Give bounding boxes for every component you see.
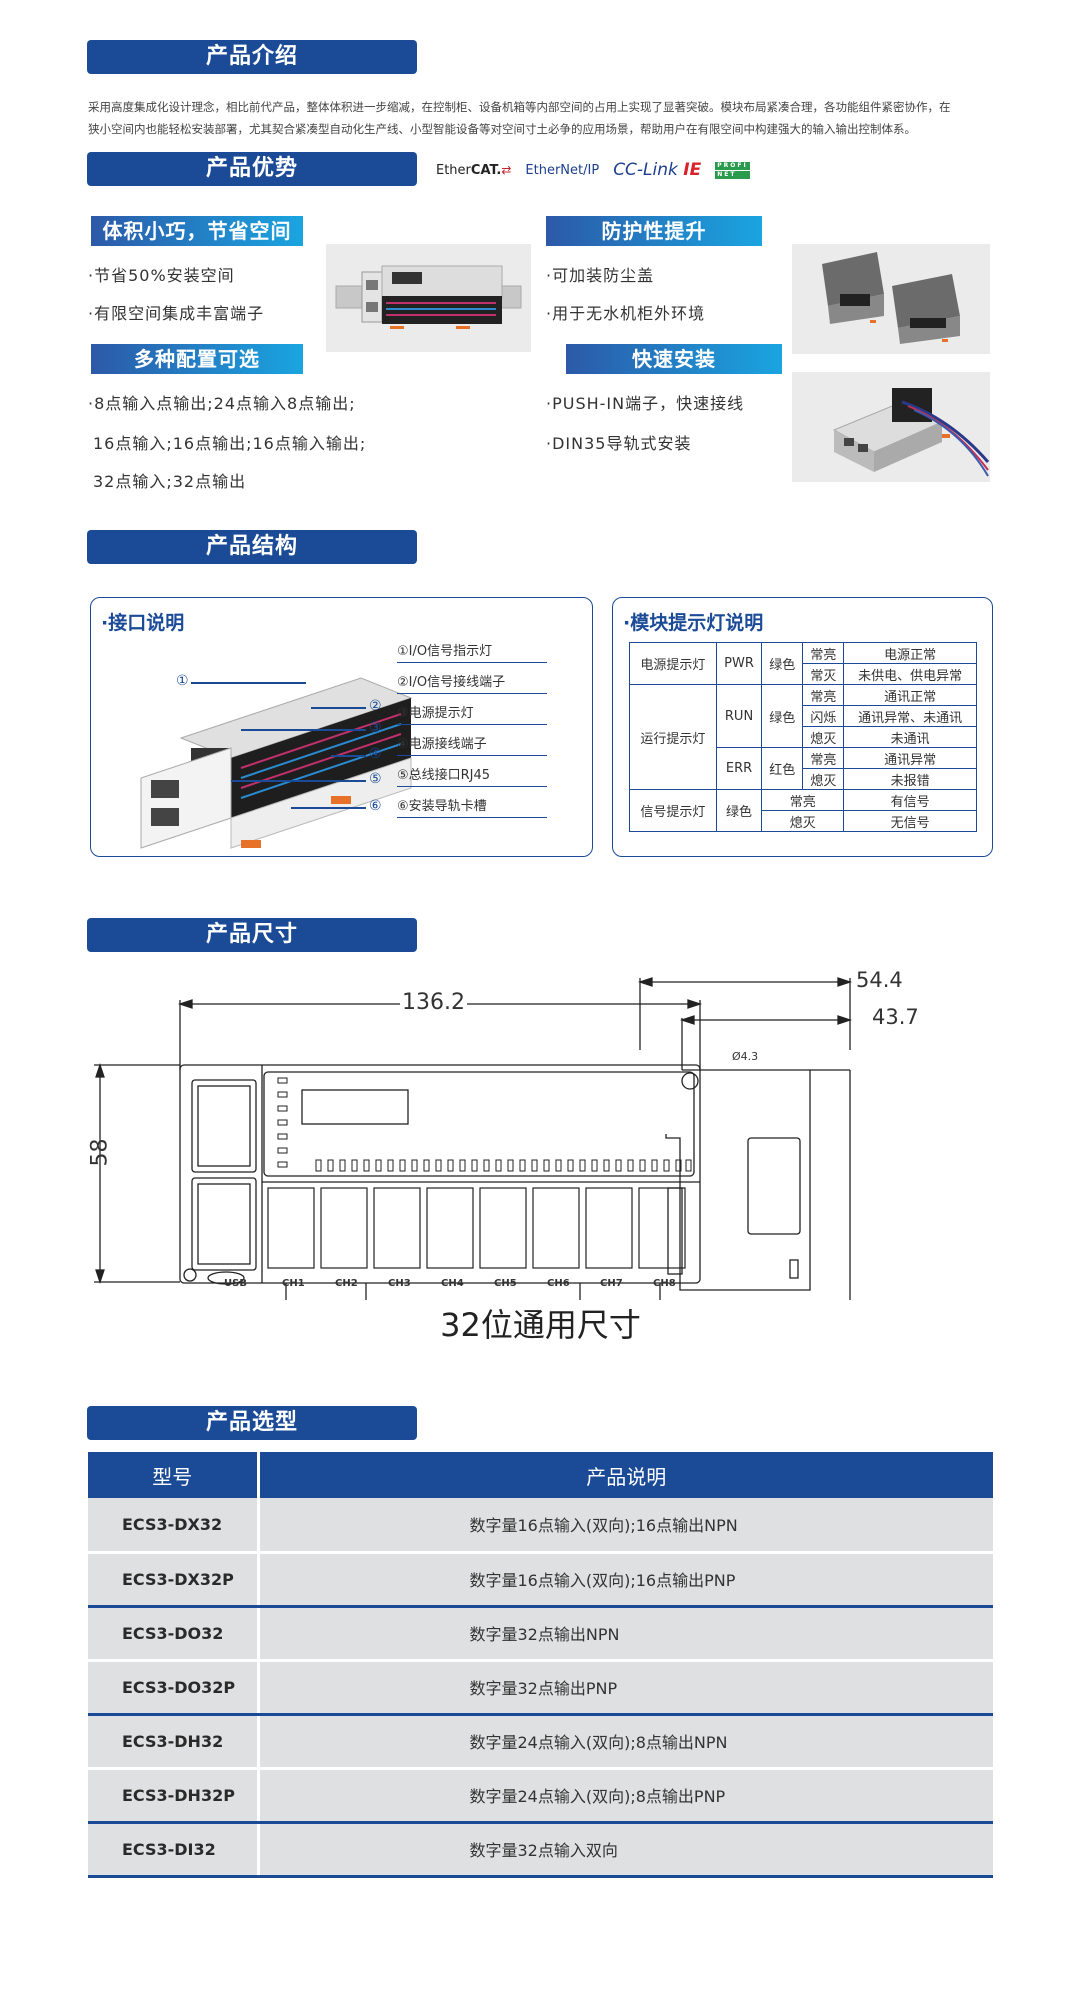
feature-title-config: 多种配置可选 <box>91 344 303 374</box>
feature-title-protection: 防护性提升 <box>546 216 762 246</box>
callout-power-terminal: ④电源接线端子 <box>397 733 547 756</box>
ethercat-logo: EtherCAT.⇄ <box>436 162 512 178</box>
feature-bullet: 32点输入;32点输出 <box>93 472 247 491</box>
feature-bullet: ·有限空间集成丰富端子 <box>88 304 265 323</box>
section-header-selection: 产品选型 <box>87 1406 417 1440</box>
callout-io-terminal: ②I/O信号接线端子 <box>397 671 547 694</box>
callout-leaders <box>191 682 366 809</box>
ethernetip-logo: EtherNet/IP <box>525 162 600 178</box>
usb-label: USB <box>224 1278 247 1289</box>
product-photo-dust-cover <box>792 244 990 354</box>
dimension-drawing <box>94 977 853 1300</box>
callout-rj45: ⑤总线接口RJ45 <box>397 764 547 787</box>
product-photo-wiring <box>792 372 990 482</box>
interface-title: ·接口说明 <box>101 612 185 634</box>
led-table: 电源提示灯 PWR 绿色 常亮 电源正常 常灭 未供电、供电异常 运行提示灯 R… <box>629 642 977 832</box>
callout-power-led: ③电源提示灯 <box>397 702 547 725</box>
marker-6: ⑥ <box>369 798 382 814</box>
section-header-structure: 产品结构 <box>87 530 417 564</box>
marker-4: ④ <box>369 746 382 762</box>
marker-1: ① <box>176 673 189 689</box>
marker-2: ② <box>369 698 382 714</box>
section-header-dimensions: 产品尺寸 <box>87 918 417 952</box>
feature-bullet: ·8点输入点输出;24点输入8点输出; <box>88 394 356 413</box>
dim-width-label: 136.2 <box>400 990 467 1015</box>
product-photo-din-rail <box>326 244 531 352</box>
led-title: ·模块提示灯说明 <box>623 612 764 634</box>
section-header-advantages: 产品优势 <box>87 152 417 186</box>
dim-hole-label: Ø4.3 <box>732 1050 759 1063</box>
interface-card: ·接口说明 ① ② ③ ④ ⑤ ⑥ ①I/O信号指示灯 ②I/O信号接线端子 ③… <box>90 597 593 857</box>
section-header-intro: 产品介绍 <box>87 40 417 74</box>
dim-depth-total-label: 54.4 <box>854 968 905 992</box>
dimension-caption: 32位通用尺寸 <box>440 1306 641 1344</box>
marker-3: ③ <box>369 720 382 736</box>
feature-bullet: ·可加装防尘盖 <box>546 266 655 285</box>
col-header-desc: 产品说明 <box>258 1452 993 1498</box>
feature-bullet: ·用于无水机柜外环境 <box>546 304 706 323</box>
feature-bullet: ·DIN35导轨式安装 <box>546 434 692 453</box>
callout-rail-slot: ⑥安装导轨卡槽 <box>397 795 547 818</box>
feature-title-compact: 体积小巧，节省空间 <box>91 216 303 246</box>
intro-paragraph: 采用高度集成化设计理念，相比前代产品，整体体积进一步缩减，在控制柜、设备机箱等内… <box>88 96 988 140</box>
channel-labels: CH1 CH2 CH3 CH4 CH5 CH6 CH7 CH8 <box>282 1278 676 1289</box>
dim-depth-body-label: 43.7 <box>870 1005 921 1029</box>
intro-line-2: 狭小空间内也能轻松安装部署，尤其契合紧凑型自动化生产线、小型智能设备等对空间寸土… <box>88 122 916 136</box>
marker-5: ⑤ <box>369 771 382 787</box>
callout-io-indicator: ①I/O信号指示灯 <box>397 640 547 663</box>
feature-bullet: ·节省50%安装空间 <box>88 266 235 285</box>
io-led-row <box>315 1159 692 1172</box>
intro-line-1: 采用高度集成化设计理念，相比前代产品，整体体积进一步缩减，在控制柜、设备机箱等内… <box>88 100 951 114</box>
feature-bullet: ·PUSH-IN端子，快速接线 <box>546 394 745 413</box>
col-header-model: 型号 <box>88 1452 260 1498</box>
feature-title-install: 快速安装 <box>566 344 782 374</box>
dim-height-label: 58 <box>87 1138 113 1167</box>
led-card: ·模块提示灯说明 电源提示灯 PWR 绿色 常亮 电源正常 常灭 未供电、供电异… <box>612 597 993 857</box>
cclink-ie-logo: CC-Link IE <box>613 160 702 180</box>
feature-bullet: 16点输入;16点输出;16点输入输出; <box>93 434 367 453</box>
